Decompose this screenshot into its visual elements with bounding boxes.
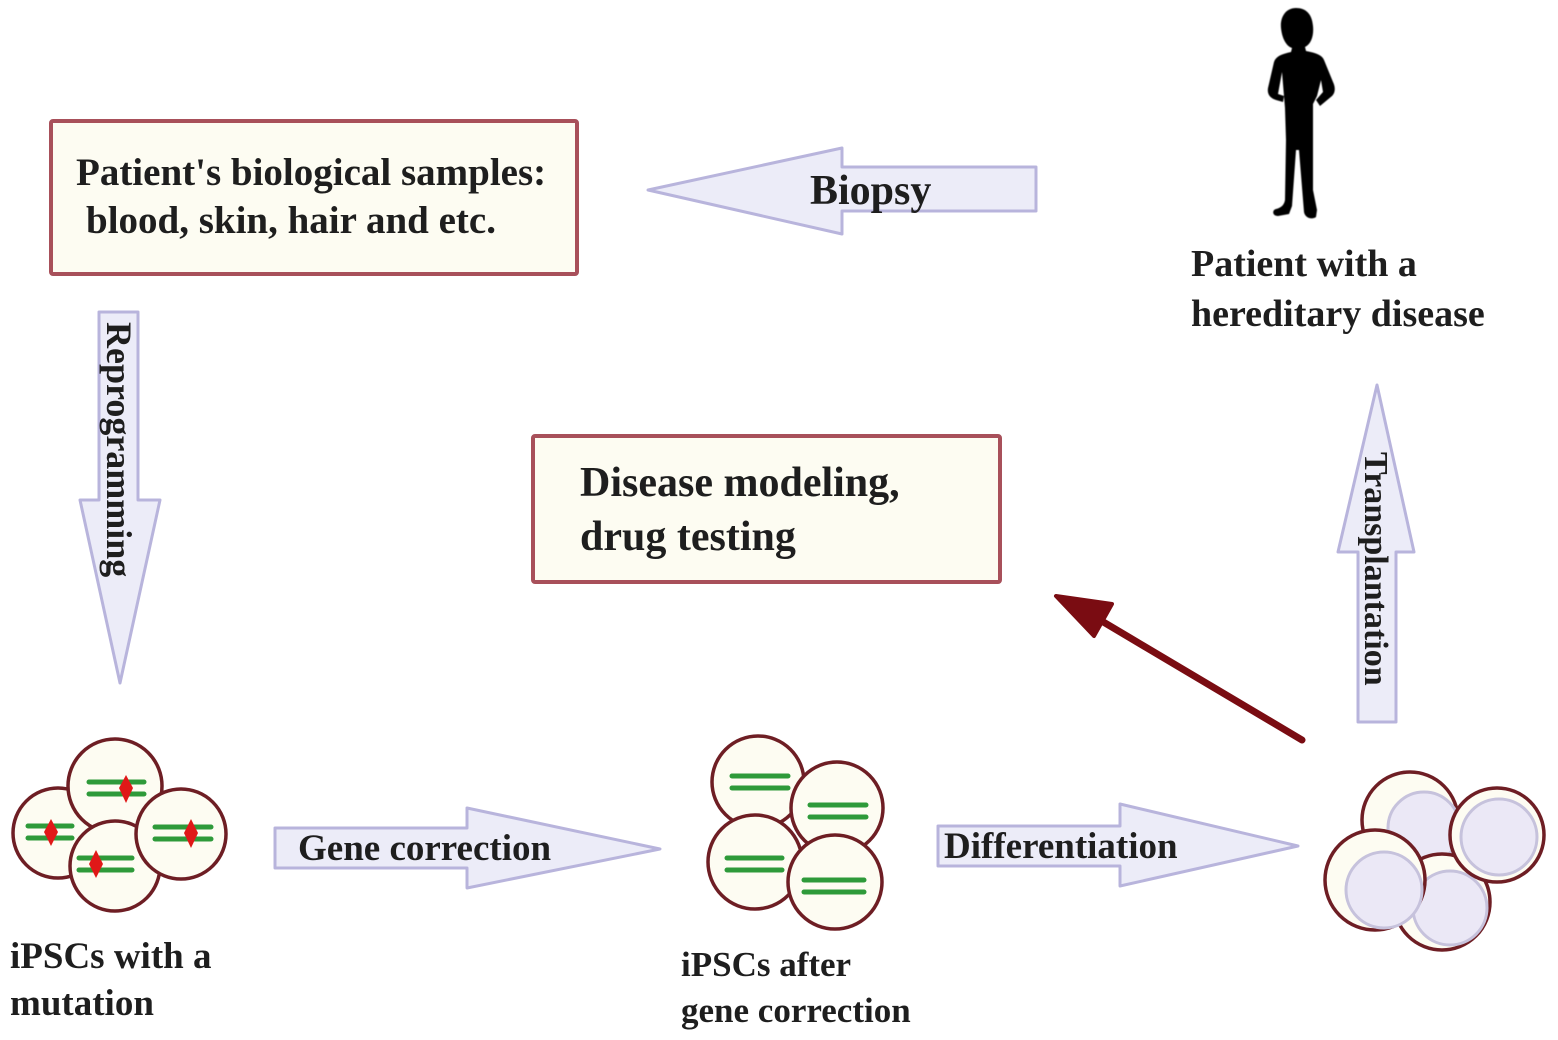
- transplantation-arrow-shape: [1336, 383, 1416, 724]
- mutation-markers: [44, 775, 198, 878]
- gene-correction-arrow-label: Gene correction: [298, 828, 551, 869]
- disease-modeling-box: Disease modeling, drug testing: [531, 434, 1002, 584]
- mutation-icon: [89, 850, 103, 878]
- ipsc-mutation-label-line1: iPSCs with a: [10, 936, 211, 977]
- gene-correction-arrow-shape: [273, 806, 662, 890]
- samples-box-line1: Patient's biological samples:: [76, 151, 546, 194]
- ipsc-corrected-cluster: iPSCs after gene correction: [681, 734, 911, 1030]
- disease-box-line1: Disease modeling,: [580, 460, 900, 506]
- reprogramming-arrow-shape: [78, 310, 162, 685]
- ipsc-mutation-cluster: iPSCs with a mutation: [10, 737, 228, 1024]
- differentiation-arrow-label: Differentiation: [944, 826, 1178, 867]
- disease-box-frame: [531, 434, 1002, 584]
- chromosome-pairs: [724, 773, 869, 895]
- ipsc-mutation-label-line2: mutation: [10, 983, 154, 1024]
- differentiation-arrow: Differentiation: [936, 802, 1300, 888]
- mutation-icon: [44, 819, 58, 846]
- mutant-ipsc-cluster-icon: [11, 737, 228, 913]
- differentiated-cells-icon: [1323, 770, 1546, 952]
- patient-label-line1: Patient with a: [1191, 243, 1417, 285]
- mutation-icon: [184, 819, 198, 848]
- reprogramming-arrow-label: Reprogramming: [99, 322, 139, 577]
- reprogramming-arrow: Reprogramming: [78, 310, 162, 685]
- mutation-icon: [119, 775, 133, 803]
- samples-box: Patient's biological samples: blood, ski…: [49, 119, 579, 276]
- nucleus: [1344, 850, 1424, 930]
- biopsy-arrow-shape: [646, 146, 1038, 236]
- biopsy-arrow: Biopsy: [646, 146, 1038, 236]
- samples-box-line2: blood, skin, hair and etc.: [86, 199, 496, 242]
- corrected-ipsc-cluster-icon: [706, 734, 885, 931]
- patient: Patient with a hereditary disease: [1191, 8, 1485, 335]
- gene-correction-arrow: Gene correction: [273, 806, 662, 890]
- biopsy-arrow-label: Biopsy: [810, 168, 931, 214]
- red-arrow-shaft: [1096, 616, 1306, 744]
- patient-label-line2: hereditary disease: [1191, 293, 1485, 335]
- cell: [134, 787, 228, 881]
- differentiated-cells: [1323, 770, 1546, 952]
- samples-box-frame: [49, 119, 579, 276]
- cell: [706, 813, 804, 911]
- transplantation-arrow: Transplantation: [1336, 383, 1416, 724]
- disease-box-line2: drug testing: [580, 514, 796, 560]
- differentiation-arrow-shape: [936, 802, 1300, 888]
- disease-modeling-arrow: [1054, 594, 1306, 744]
- ipsc-corrected-label-line2: gene correction: [681, 991, 911, 1030]
- person-silhouette-icon: [1267, 8, 1335, 219]
- transplantation-arrow-label: Transplantation: [1357, 452, 1394, 686]
- ipsc-corrected-label-line1: iPSCs after: [681, 945, 851, 984]
- nucleus: [1459, 797, 1539, 877]
- red-arrow-head: [1054, 594, 1114, 638]
